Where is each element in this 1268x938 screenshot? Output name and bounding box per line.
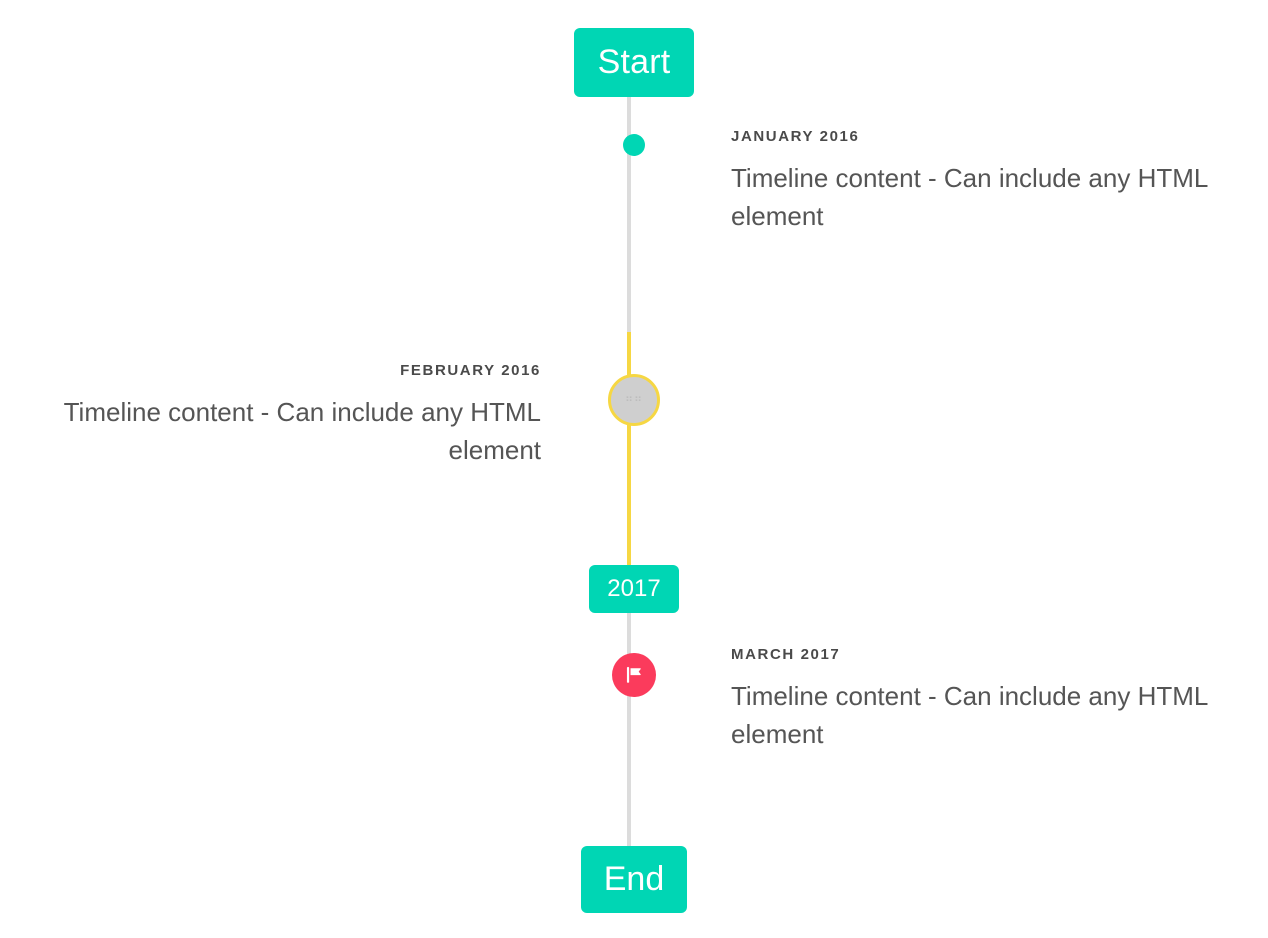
- timeline-marker-column: ⠶⠶: [589, 362, 679, 426]
- flag-icon[interactable]: [612, 653, 656, 697]
- timeline-event-content: Timeline content - Can include any HTML …: [731, 681, 1208, 749]
- timeline-year-badge-2017[interactable]: 2017: [589, 565, 679, 613]
- timeline-event-body: March 2017 Timeline content - Can includ…: [679, 646, 1268, 753]
- timeline-event-body: January 2016 Timeline content - Can incl…: [679, 128, 1268, 235]
- timeline-event-march-2017: March 2017 Timeline content - Can includ…: [0, 646, 1268, 753]
- timeline-event-body: February 2016 Timeline content - Can inc…: [0, 362, 589, 469]
- timeline-event-january-2016: January 2016 Timeline content - Can incl…: [0, 128, 1268, 235]
- timeline-event-content: Timeline content - Can include any HTML …: [731, 163, 1208, 231]
- dot-icon[interactable]: [623, 134, 645, 156]
- timeline-event-date: February 2016: [400, 362, 541, 379]
- timeline-line-segment-top: [627, 93, 631, 334]
- timeline-event-content: Timeline content - Can include any HTML …: [63, 397, 541, 465]
- timeline-event-date: January 2016: [731, 128, 860, 145]
- timeline-line-segment-highlighted: [627, 332, 631, 566]
- timeline-event-date: March 2017: [731, 646, 841, 663]
- broken-image-icon[interactable]: ⠶⠶: [608, 374, 660, 426]
- timeline-marker-column: [589, 128, 679, 156]
- timeline-marker-column: [589, 646, 679, 697]
- timeline-line-segment-bottom: [627, 609, 631, 849]
- timeline-end-badge[interactable]: End: [581, 846, 687, 913]
- broken-image-glyph: ⠶⠶: [624, 393, 644, 406]
- timeline-start-badge[interactable]: Start: [574, 28, 694, 97]
- timeline-event-february-2016: February 2016 Timeline content - Can inc…: [0, 362, 1268, 469]
